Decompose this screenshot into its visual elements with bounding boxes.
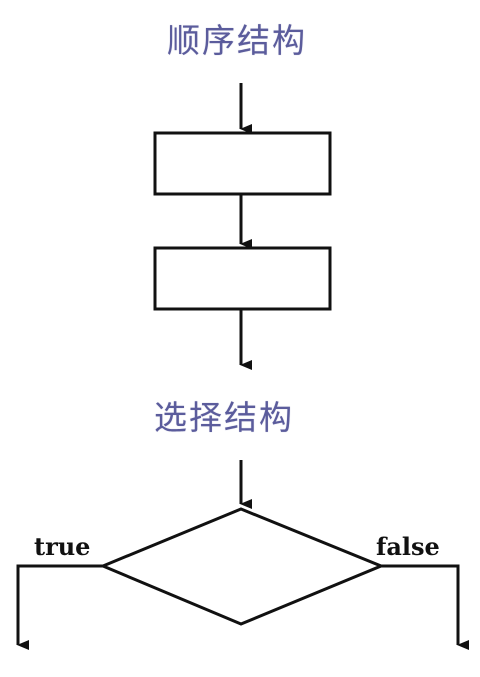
true-branch-label: true (34, 532, 91, 561)
process-box-1 (153, 131, 332, 196)
selection-structure-title: 选择结构 (154, 398, 294, 437)
false-branch-label: false (376, 532, 440, 561)
decision-diamond (99, 507, 385, 626)
true-branch-arrow (16, 564, 103, 650)
sequence-structure-title: 顺序结构 (167, 21, 307, 60)
process-box-2 (153, 246, 332, 311)
false-branch-arrow (381, 564, 469, 650)
